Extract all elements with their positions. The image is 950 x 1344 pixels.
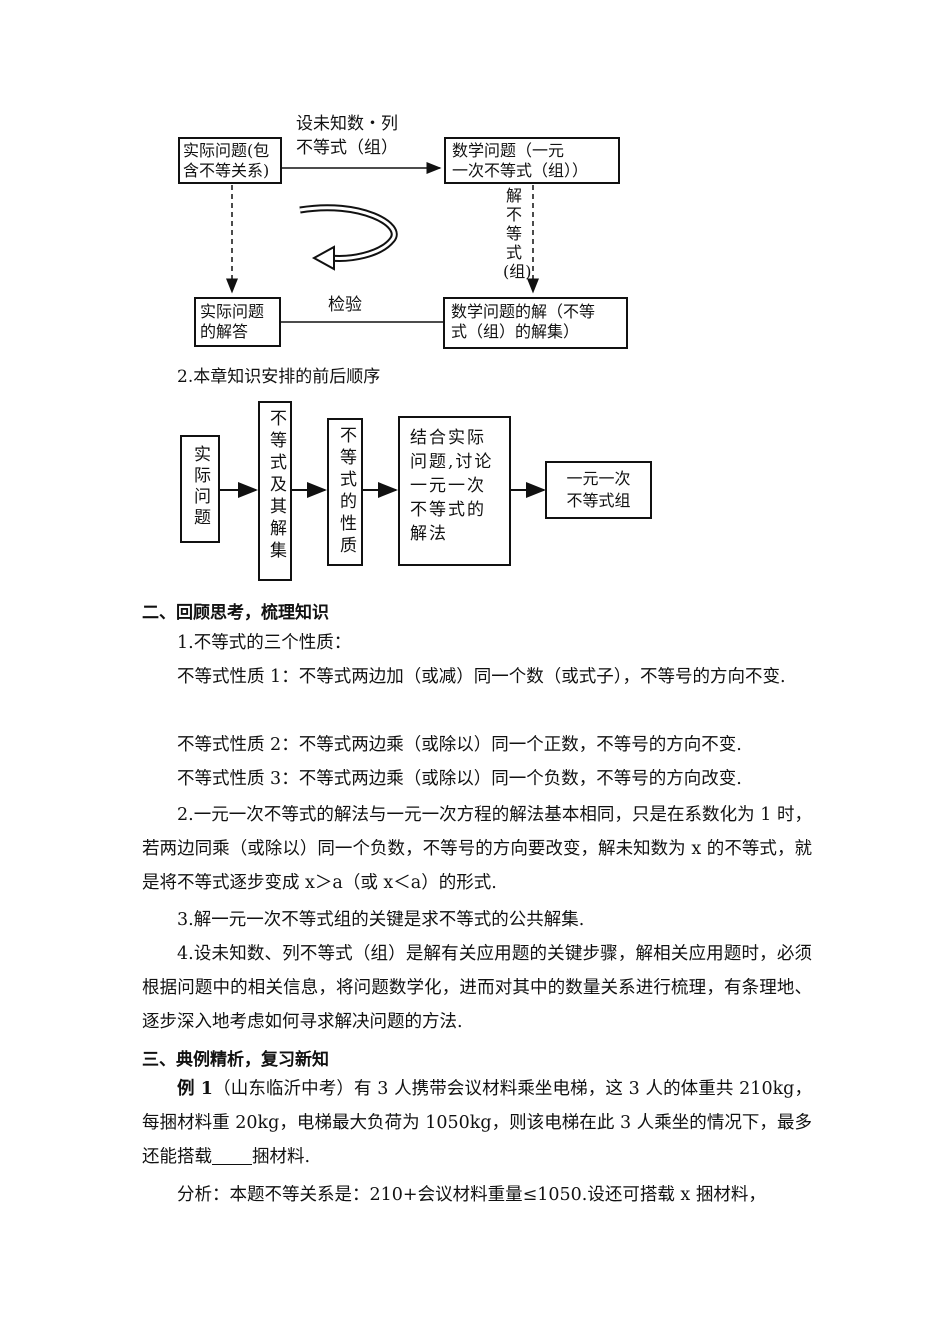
box-inequality-system: 一元一次 不等式组 [545, 461, 652, 519]
paragraph-property-3: 不等式性质 3：不等式两边乘（或除以）同一个负数，不等号的方向改变. [177, 769, 742, 789]
box-real-problem-line2: 含不等关系) [183, 161, 270, 180]
paragraph-analysis: 分析：本题不等关系是：210+会议材料重量≤1050.设还可搭载 x 捆材料， [177, 1185, 766, 1205]
top-label-line1: 设未知数・列 [296, 114, 398, 134]
box5-line2: 不等式组 [566, 491, 631, 510]
heading-review: 二、回顾思考，梳理知识 [142, 603, 329, 623]
box5-line1: 一元一次 [566, 469, 631, 488]
example-1-label: 例 1 [177, 1079, 213, 1099]
box-real-solution: 实际问题 的解答 [194, 297, 281, 347]
check-label: 检验 [328, 295, 362, 315]
paragraph-application: 4.设未知数、列不等式（组）是解有关应用题的关键步骤，解相关应用题时，必须根据问… [142, 944, 812, 1032]
paragraph-solving-method: 2.一元一次不等式的解法与一元一次方程的解法基本相同，只是在系数化为 1 时，若… [142, 805, 812, 893]
box2-text: 不等式及其解集 [266, 409, 286, 563]
paragraph-system-key: 3.解一元一次不等式组的关键是求不等式的公共解集. [177, 910, 585, 930]
side-label-solve: 解不等式(组) [503, 186, 532, 281]
box-real-problem-2: 实际问题 [180, 435, 220, 543]
box1-text: 实际问题 [190, 445, 210, 529]
section-2-title: 2.本章知识安排的前后顺序 [177, 367, 381, 387]
box4-line2: 问题,讨论 [410, 452, 494, 472]
box-real-solution-line2: 的解答 [200, 322, 249, 341]
box-real-problem-line1: 实际问题(包 [183, 141, 270, 160]
box-inequality-solutions: 不等式及其解集 [258, 401, 292, 581]
box3-text: 不等式的性质 [336, 426, 356, 558]
box-math-problem: 数学问题（一元 一次不等式（组）） [444, 137, 620, 184]
example-1-text: （山东临沂中考）有 3 人携带会议材料乘坐电梯，这 3 人的体重共 210kg，… [142, 1079, 812, 1167]
answer-blank [212, 1146, 252, 1165]
example-1-text-end: 捆材料. [252, 1147, 311, 1167]
box4-line5: 解法 [410, 524, 448, 544]
box4-line4: 不等式的 [410, 500, 486, 520]
box-inequality-properties: 不等式的性质 [327, 418, 363, 566]
heading-examples: 三、典例精析，复习新知 [142, 1050, 329, 1070]
box-solution-methods: 结合实际 问题,讨论 一元一次 不等式的 解法 [398, 416, 511, 566]
curved-arrow-head [311, 245, 335, 271]
paragraph-property-2: 不等式性质 2：不等式两边乘（或除以）同一个正数，不等号的方向不变. [177, 735, 742, 755]
top-label-line2: 不等式（组） [296, 138, 398, 158]
box-math-problem-line2: 一次不等式（组）） [452, 161, 589, 180]
box-math-solution: 数学问题的解（不等 式（组）的解集） [443, 297, 628, 349]
box-math-problem-line1: 数学问题（一元 [452, 141, 565, 160]
paragraph-properties-intro: 1.不等式的三个性质： [177, 633, 352, 653]
paragraph-example-1: 例 1（山东临沂中考）有 3 人携带会议材料乘坐电梯，这 3 人的体重共 210… [142, 1072, 812, 1174]
diagram2-arrows [220, 482, 546, 498]
box-real-problem: 实际问题(包 含不等关系) [178, 137, 282, 184]
diagram1-lines [226, 162, 539, 323]
box4-line3: 一元一次 [410, 476, 486, 496]
box-real-solution-line1: 实际问题 [200, 302, 265, 321]
side-label-text: 解不等式(组) [503, 186, 532, 281]
paragraph-property-1: 不等式性质 1：不等式两边加（或减）同一个数（或式子），不等号的方向不变. [177, 667, 786, 687]
box4-line1: 结合实际 [410, 428, 486, 448]
box-math-solution-line2: 式（组）的解集） [451, 322, 580, 341]
top-arrow-label: 设未知数・列 不等式（组） [296, 113, 398, 159]
box-math-solution-line1: 数学问题的解（不等 [451, 302, 596, 321]
